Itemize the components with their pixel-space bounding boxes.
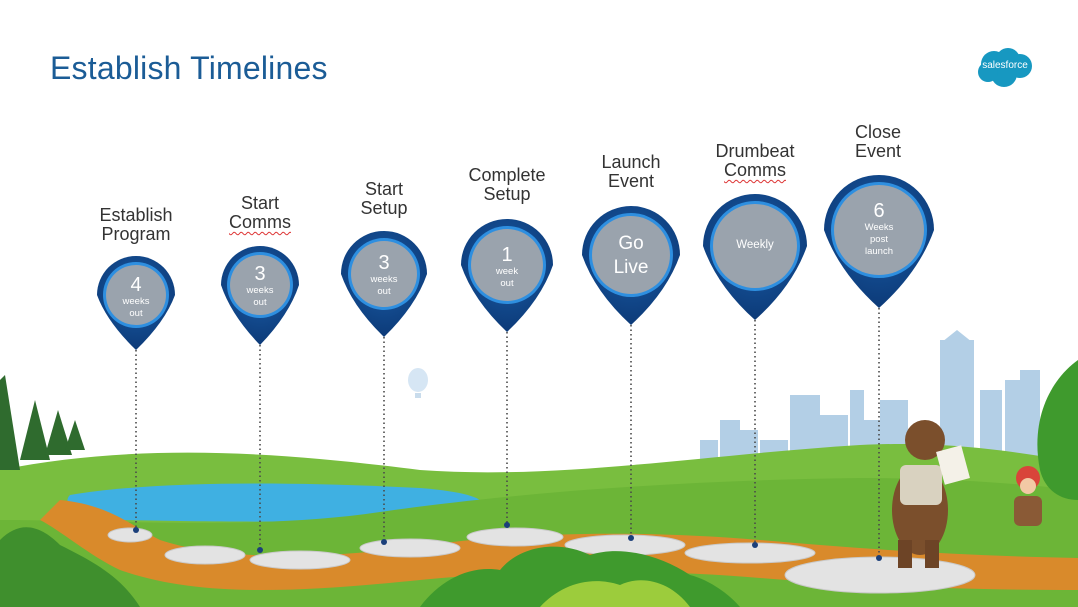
astro-character — [1014, 466, 1042, 526]
label-line-text: Comms — [724, 160, 786, 180]
milestone-label-4: Complete Setup — [452, 166, 562, 204]
pin-shape-6 — [703, 194, 807, 320]
pin-number: 4 — [130, 274, 142, 296]
label-line: Start — [240, 193, 279, 213]
pine-trees — [0, 375, 85, 470]
salesforce-logo: salesforce — [974, 44, 1036, 90]
pin-shape-2 — [221, 246, 299, 345]
pin-unit: Weeks — [864, 222, 894, 233]
pin-unit: out — [500, 278, 514, 289]
milestone-label-5: Launch Event — [576, 153, 686, 191]
label-line: Event — [854, 141, 902, 161]
pin-number: 3 — [378, 252, 390, 274]
label-line: Complete — [468, 165, 546, 185]
milestone-label-2: Start Comms — [210, 194, 310, 232]
milestone-label-6: Drumbeat Comms — [695, 142, 815, 180]
pin-content-6: Weekly — [715, 239, 795, 251]
pin-unit: launch — [865, 246, 893, 257]
pin-shape-4 — [461, 219, 553, 332]
pin-shape-1 — [97, 256, 175, 350]
pin-shape-5 — [582, 206, 680, 325]
pin-content-2: 3 weeks out — [230, 263, 290, 309]
label-line-text: Comms — [229, 212, 291, 232]
label-line: Program — [101, 224, 171, 244]
pin-unit: weeks — [370, 274, 398, 285]
pin-word: Go — [618, 233, 644, 254]
pin-number: 3 — [254, 263, 266, 285]
pin-unit: out — [377, 286, 391, 297]
label-line: Event — [607, 171, 655, 191]
pin-word: Live — [613, 257, 649, 278]
pin-unit: week — [495, 266, 519, 277]
logo-text: salesforce — [982, 60, 1028, 71]
label-line: Launch — [601, 152, 661, 172]
pin-content-4: 1 week out — [477, 244, 537, 290]
bear-character — [892, 420, 970, 568]
label-line: Establish — [99, 205, 173, 225]
milestone-label-7: Close Event — [828, 123, 928, 161]
label-line: Close — [854, 122, 902, 142]
label-line: Setup — [360, 198, 408, 218]
label-line: Setup — [483, 184, 531, 204]
pin-content-5: Go Live — [596, 232, 666, 280]
pin-shape-3 — [341, 230, 427, 337]
milestone-label-3: Start Setup — [334, 180, 434, 218]
pin-shape-7 — [824, 175, 934, 308]
pin-content-7: 6 Weeks post launch — [844, 200, 914, 258]
label-line: Comms — [210, 213, 310, 232]
pin-unit: post — [870, 234, 888, 245]
pin-unit: weeks — [246, 285, 274, 296]
pin-unit: Weekly — [736, 239, 774, 251]
page-title: Establish Timelines — [50, 50, 328, 86]
label-line: Comms — [695, 161, 815, 180]
pin-content-3: 3 weeks out — [354, 252, 414, 298]
cloud-icon — [978, 48, 1032, 87]
pin-number: 6 — [873, 200, 885, 222]
stepping-stones — [107, 527, 976, 594]
milestone-label-1: Establish Program — [86, 206, 186, 244]
pin-content-1: 4 weeks out — [106, 274, 166, 320]
hot-air-balloon — [408, 368, 428, 398]
label-line: Drumbeat — [715, 141, 795, 161]
pin-unit: weeks — [122, 296, 150, 307]
pin-unit: out — [129, 308, 143, 319]
pin-number: 1 — [501, 244, 513, 266]
label-line: Start — [364, 179, 403, 199]
pin-unit: out — [253, 297, 267, 308]
